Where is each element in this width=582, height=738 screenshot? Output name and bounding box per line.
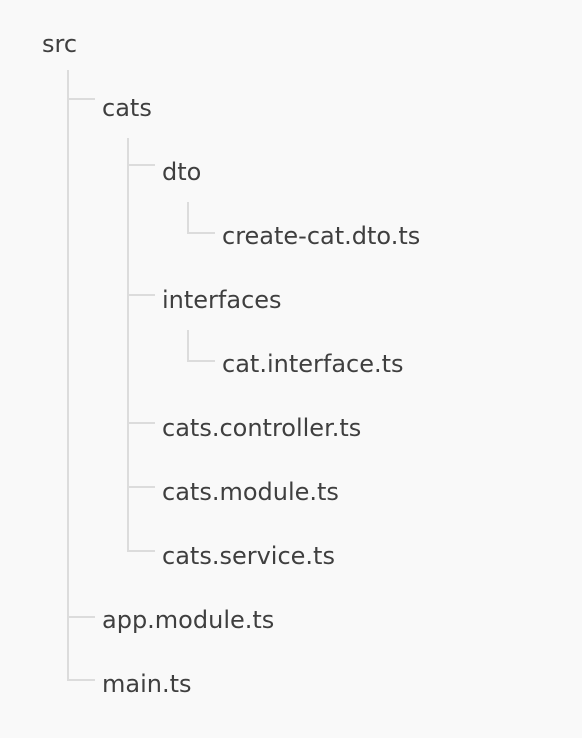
folder-src[interactable]: src	[42, 30, 78, 58]
file-app-module[interactable]: app.module.ts	[102, 606, 275, 634]
connector-cats-module	[127, 486, 155, 488]
connector-main	[67, 679, 95, 681]
connector-cats-vertical	[127, 138, 129, 552]
file-main[interactable]: main.ts	[102, 670, 192, 698]
file-cat-interface[interactable]: cat.interface.ts	[222, 350, 404, 378]
connector-app-module	[67, 616, 95, 618]
folder-cats[interactable]: cats	[102, 94, 152, 122]
connector-cat-interface	[187, 360, 215, 362]
file-create-cat-dto[interactable]: create-cat.dto.ts	[222, 222, 421, 250]
connector-create-cat-dto	[187, 232, 215, 234]
connector-dto	[127, 164, 155, 166]
connector-interfaces-vertical	[187, 330, 189, 362]
connector-dto-vertical	[187, 202, 189, 234]
connector-interfaces	[127, 294, 155, 296]
folder-interfaces[interactable]: interfaces	[162, 286, 282, 314]
file-cats-module[interactable]: cats.module.ts	[162, 478, 339, 506]
file-cats-service[interactable]: cats.service.ts	[162, 542, 335, 570]
file-cats-controller[interactable]: cats.controller.ts	[162, 414, 362, 442]
connector-cats-service	[127, 550, 155, 552]
folder-dto[interactable]: dto	[162, 158, 202, 186]
connector-cats	[67, 98, 95, 100]
connector-cats-controller	[127, 422, 155, 424]
connector-src-vertical	[67, 70, 69, 680]
